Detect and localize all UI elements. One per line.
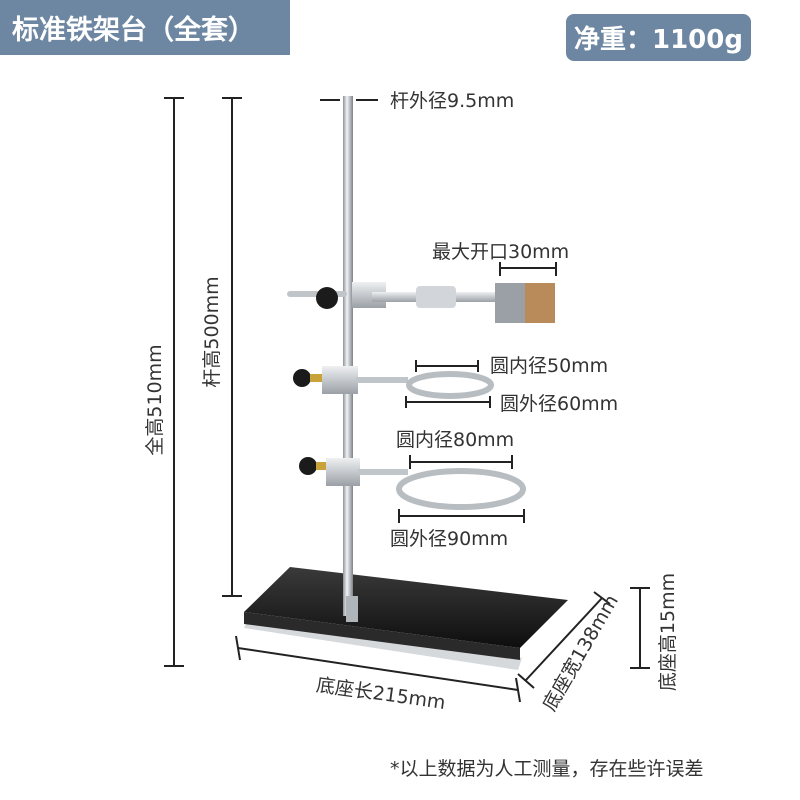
rod-height-label: 杆高500mm: [201, 276, 223, 387]
base: [244, 567, 568, 670]
ring2-screw: [316, 462, 328, 470]
rod-diameter-label: 杆外径9.5mm: [390, 90, 514, 112]
ring2-knob-icon: [299, 457, 317, 475]
base-length-cap-left: [235, 635, 241, 661]
ring2-stem: [358, 469, 408, 475]
rod-base-nut: [346, 596, 358, 622]
ring2-holder: [326, 458, 360, 486]
base-length-cap-right: [515, 677, 521, 703]
clamp-knob-icon: [316, 287, 338, 309]
ring1-outer-label: 圆外径60mm: [500, 393, 618, 415]
clamp-jaw-metal: [495, 283, 525, 323]
base-width-cap-bottom: [517, 673, 535, 689]
total-height-label: 全高510mm: [144, 344, 166, 455]
support-rod: [343, 96, 353, 616]
base-front-edge: [244, 612, 520, 660]
base-plate: [244, 567, 568, 648]
title-banner: 标准铁架台（全套）: [0, 0, 290, 55]
large-ring-clamp: [299, 457, 526, 510]
ring1-knob-icon: [293, 369, 311, 387]
max-opening-label: 最大开口30mm: [432, 241, 569, 263]
small-ring-clamp: [293, 366, 494, 399]
page-title: 标准铁架台（全套）: [12, 15, 255, 46]
base-length-label: 底座长215mm: [315, 674, 447, 714]
ring2-inner-label: 圆内径80mm: [396, 429, 514, 451]
ring1-inner-label: 圆内径50mm: [490, 355, 608, 377]
ring2-outer-label: 圆外径90mm: [390, 528, 508, 550]
ring1-screw: [310, 374, 322, 382]
clamp-cork-pad: [525, 283, 555, 323]
ring1-holder: [322, 366, 358, 394]
ring2: [396, 468, 526, 510]
ring1: [406, 371, 494, 399]
base-height-label: 底座高15mm: [657, 573, 679, 691]
ring1-stem: [356, 377, 408, 383]
weight-text: 净重：1100g: [574, 25, 743, 55]
footnote: *以上数据为人工测量，存在些许误差: [390, 758, 704, 780]
base-length-line: [237, 647, 519, 691]
weight-badge: 净重：1100g: [566, 14, 751, 61]
base-width-cap-top: [593, 591, 611, 605]
base-width-line: [525, 597, 603, 681]
clamp-jaw-hinge: [416, 286, 456, 308]
dimension-lines: [164, 97, 650, 703]
test-tube-clamp: [287, 282, 555, 323]
